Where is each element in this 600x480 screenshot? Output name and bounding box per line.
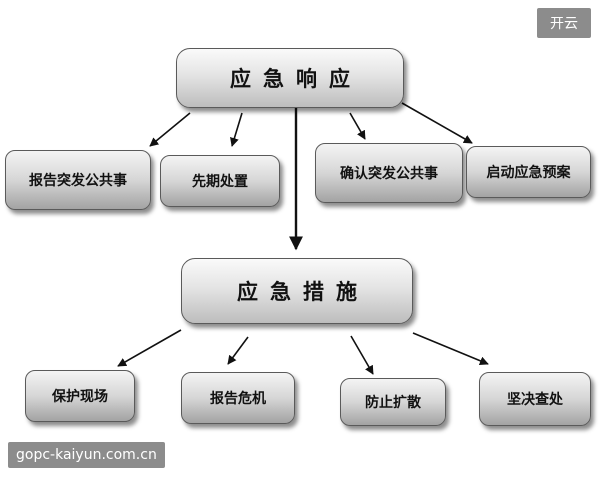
node-emergency-response: 应急响应 (176, 48, 404, 108)
arrow-to-report-incident (149, 112, 191, 147)
watermark-text: gopc-kaiyun.com.cn (8, 442, 165, 468)
arrow-to-prevent-spread (350, 335, 374, 375)
corner-badge: 开云 (537, 8, 591, 38)
node-report-crisis: 报告危机 (181, 372, 295, 424)
arrow-to-start-plan (401, 102, 473, 144)
node-deal-firmly: 坚决查处 (479, 372, 591, 426)
arrow-to-deal-firmly (412, 332, 489, 366)
node-emergency-measures: 应急措施 (181, 258, 413, 324)
node-confirm-incident: 确认突发公共事 (315, 143, 463, 203)
node-start-plan: 启动应急预案 (466, 146, 591, 198)
node-initial-disposal: 先期处置 (160, 155, 280, 207)
arrow-to-confirm-incident (349, 112, 366, 140)
arrow-to-initial-disposal (230, 112, 243, 147)
arrow-to-protect-scene (117, 329, 182, 367)
node-report-incident: 报告突发公共事 (5, 150, 151, 210)
node-prevent-spread: 防止扩散 (340, 378, 446, 426)
node-protect-scene: 保护现场 (25, 370, 135, 422)
arrow-to-report-crisis (227, 336, 249, 365)
